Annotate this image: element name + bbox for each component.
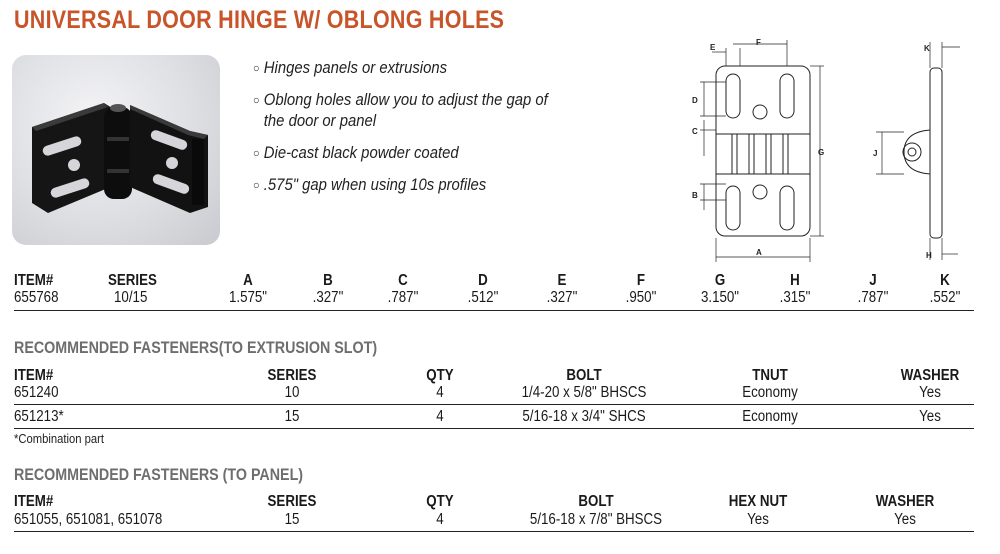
extrusion-cell-series: 15 <box>284 408 300 425</box>
extrusion-cell-item: 651213* <box>14 408 64 425</box>
extrusion-cell-tnut: Economy <box>742 408 798 425</box>
spec-value-a: 1.575" <box>228 289 268 306</box>
panel-header-washer: WASHER <box>875 493 935 510</box>
feature-list: ○Hinges panels or extrusions ○Oblong hol… <box>253 58 550 207</box>
hinge-image <box>32 103 208 213</box>
panel-cell-bolt: 5/16-18 x 7/8" BHSCS <box>529 511 663 528</box>
extrusion-section-title: RECOMMENDED FASTENERS(TO EXTRUSION SLOT) <box>14 338 378 357</box>
spec-header-k: K <box>940 272 950 289</box>
divider <box>14 310 974 311</box>
spec-header-f: F <box>636 272 646 289</box>
dim-label-j: J <box>873 149 877 158</box>
list-item: ○.575" gap when using 10s profiles <box>253 176 487 194</box>
spec-header-h: H <box>790 272 800 289</box>
dimension-drawing: E F D C G B A K J H <box>692 38 960 262</box>
panel-section-title: RECOMMENDED FASTENERS (TO PANEL) <box>14 465 304 484</box>
extrusion-cell-item: 651240 <box>14 384 59 401</box>
extrusion-header-item: ITEM# <box>14 367 54 384</box>
list-item: ○Hinges panels or extrusions <box>253 59 448 77</box>
panel-header-qty: QTY <box>426 493 454 510</box>
spec-value-f: .950" <box>625 289 657 306</box>
divider <box>14 404 974 405</box>
dim-label-c: C <box>692 127 698 136</box>
dim-label-f: F <box>756 38 761 47</box>
spec-value-c: .787" <box>387 289 419 306</box>
spec-header-j: J <box>869 272 877 289</box>
extrusion-cell-washer: Yes <box>919 408 941 425</box>
panel-header-series: SERIES <box>267 493 317 510</box>
extrusion-cell-qty: 4 <box>436 408 444 425</box>
panel-cell-item: 651055, 651081, 651078 <box>14 511 163 528</box>
circle-bullet-icon: ○ <box>253 93 260 107</box>
spec-header-b: B <box>323 272 333 289</box>
extrusion-header-tnut: TNUT <box>752 367 788 384</box>
spec-header-series: SERIES <box>108 272 157 289</box>
dim-label-g: G <box>818 148 824 157</box>
dim-label-d: D <box>692 96 698 105</box>
spec-value-b: .327" <box>312 289 344 306</box>
spec-value-k: .552" <box>929 289 961 306</box>
spec-header-item: ITEM# <box>14 272 54 289</box>
divider <box>14 428 974 429</box>
spec-value-j: .787" <box>857 289 889 306</box>
spec-value-series: 10/15 <box>114 289 148 306</box>
spec-header-c: C <box>398 272 408 289</box>
dim-label-b: B <box>692 191 698 200</box>
extrusion-cell-qty: 4 <box>436 384 444 401</box>
dim-label-a: A <box>756 248 762 257</box>
extrusion-header-qty: QTY <box>426 367 454 384</box>
extrusion-cell-tnut: Economy <box>742 384 798 401</box>
panel-header-bolt: BOLT <box>578 493 614 510</box>
spec-value-e: .327" <box>546 289 578 306</box>
list-item: ○Oblong holes allow you to adjust the ga… <box>253 91 548 130</box>
spec-header-e: E <box>557 272 567 289</box>
spec-value-h: .315" <box>779 289 811 306</box>
divider <box>14 531 974 532</box>
panel-cell-hex-nut: Yes <box>747 511 769 528</box>
spec-header-a: A <box>243 272 253 289</box>
footnote: *Combination part <box>14 432 105 446</box>
circle-bullet-icon: ○ <box>253 146 260 160</box>
extrusion-cell-bolt: 5/16-18 x 3/4" SHCS <box>522 408 646 425</box>
list-item: ○Die-cast black powder coated <box>253 144 459 162</box>
panel-cell-washer: Yes <box>894 511 916 528</box>
spec-header-g: G <box>714 272 726 289</box>
product-photo <box>12 55 220 245</box>
spec-header-d: D <box>478 272 488 289</box>
circle-bullet-icon: ○ <box>253 178 260 192</box>
extrusion-cell-bolt: 1/4-20 x 5/8" BHSCS <box>521 384 647 401</box>
dim-label-e: E <box>710 43 716 52</box>
dim-label-k: K <box>924 44 930 53</box>
extrusion-cell-washer: Yes <box>919 384 941 401</box>
dim-label-h: H <box>926 251 932 260</box>
extrusion-header-washer: WASHER <box>900 367 960 384</box>
extrusion-cell-series: 10 <box>284 384 300 401</box>
spec-value-item: 655768 <box>14 289 59 306</box>
panel-header-hex-nut: HEX NUT <box>728 493 788 510</box>
panel-cell-qty: 4 <box>436 511 444 528</box>
extrusion-header-bolt: BOLT <box>566 367 602 384</box>
panel-header-item: ITEM# <box>14 493 54 510</box>
panel-cell-series: 15 <box>284 511 300 528</box>
extrusion-header-series: SERIES <box>267 367 317 384</box>
spec-value-d: .512" <box>467 289 499 306</box>
circle-bullet-icon: ○ <box>253 61 260 75</box>
spec-value-g: 3.150" <box>700 289 740 306</box>
page-title: UNIVERSAL DOOR HINGE W/ OBLONG HOLES <box>14 6 505 34</box>
